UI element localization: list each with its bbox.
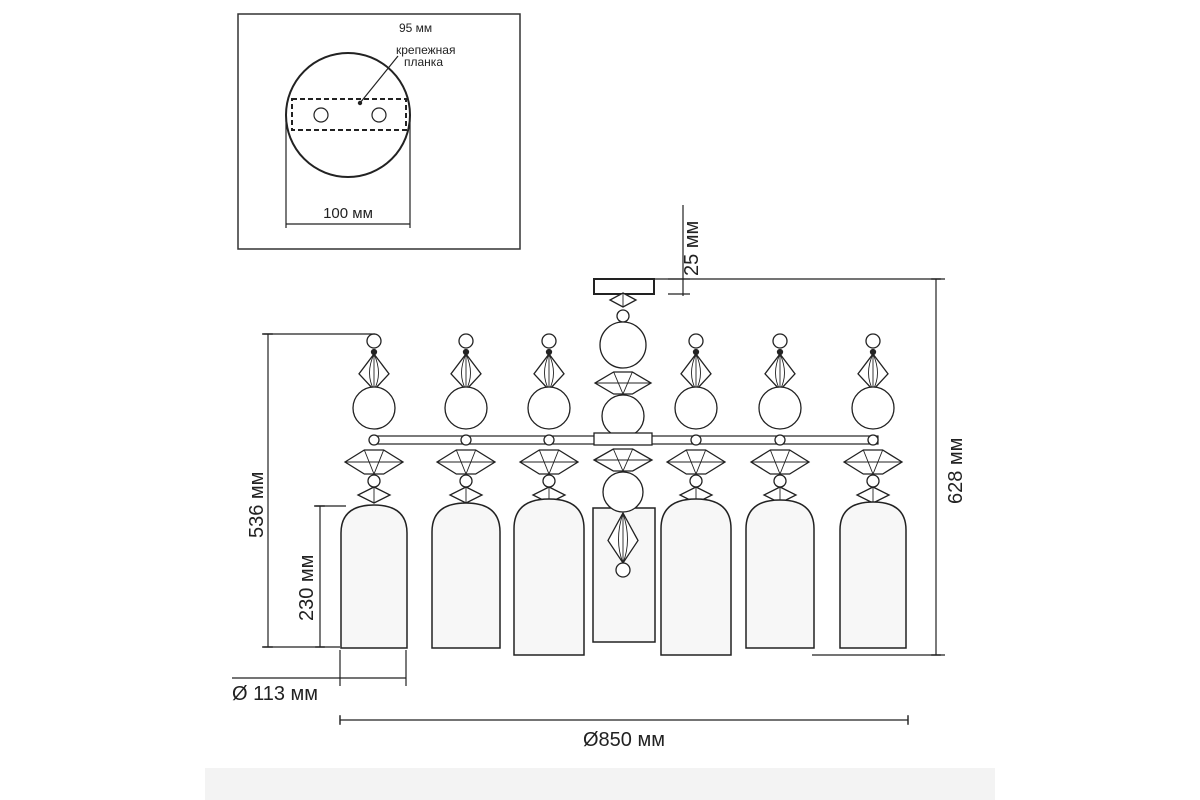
finial-ball bbox=[688, 333, 704, 349]
lamp-columns bbox=[340, 333, 907, 656]
lamp-column-5 bbox=[745, 333, 815, 649]
glass-ball bbox=[758, 386, 802, 430]
shade-height-label: 230 мм bbox=[296, 555, 318, 621]
glass-ball bbox=[444, 386, 488, 430]
lamp-column-4 bbox=[660, 333, 732, 656]
glass-shade bbox=[513, 498, 585, 656]
arm-joint bbox=[543, 434, 555, 446]
center-column bbox=[592, 292, 656, 643]
glass-shade bbox=[431, 502, 501, 649]
bicone-facet bbox=[769, 449, 791, 476]
lantern-rib bbox=[618, 512, 624, 564]
mounting-inset: 95 мм крепежная планка 100 мм bbox=[237, 13, 521, 250]
plate-width-label: 95 мм bbox=[399, 21, 432, 35]
center-ball-top bbox=[599, 321, 647, 369]
glass-shade bbox=[745, 499, 815, 649]
shade-diameter-label: Ø 113 мм bbox=[232, 683, 318, 705]
dimension-lines: 25 мм 628 мм 536 мм 230 мм Ø 113 мм Ø850… bbox=[232, 205, 967, 751]
arm-joint bbox=[690, 434, 702, 446]
finial-ball bbox=[772, 333, 788, 349]
center-connector bbox=[616, 309, 630, 323]
plate-name-line2: планка bbox=[404, 55, 443, 69]
glass-ball bbox=[527, 386, 571, 430]
glass-ball bbox=[674, 386, 718, 430]
plate-name-line1: крепежная bbox=[396, 43, 455, 57]
finial-ball bbox=[541, 333, 557, 349]
arm-joint bbox=[774, 434, 786, 446]
bicone-facet bbox=[455, 449, 477, 476]
chandelier bbox=[340, 278, 907, 656]
inset-frame bbox=[237, 13, 521, 250]
canopy-height-label: 25 мм bbox=[681, 221, 703, 276]
finial-ball bbox=[865, 333, 881, 349]
ceiling-canopy bbox=[593, 278, 655, 295]
mounting-hole-right bbox=[371, 107, 387, 123]
center-hub bbox=[593, 432, 653, 446]
arm-joint bbox=[867, 434, 879, 446]
glass-shade bbox=[839, 501, 907, 649]
glass-ball bbox=[352, 386, 396, 430]
lamp-column-2 bbox=[431, 333, 501, 649]
canopy-diameter-label: 100 мм bbox=[323, 205, 373, 222]
bicone-facet bbox=[538, 449, 560, 476]
finial-ball bbox=[458, 333, 474, 349]
connector-ball bbox=[459, 474, 473, 488]
bottom-band bbox=[205, 768, 995, 800]
connector-ball bbox=[542, 474, 556, 488]
bicone-facet bbox=[685, 449, 707, 476]
lamp-column-6 bbox=[839, 333, 907, 649]
arm-joint bbox=[460, 434, 472, 446]
center-ball-lower bbox=[602, 471, 644, 513]
body-height-label: 536 мм bbox=[246, 472, 268, 538]
mounting-hole-left bbox=[313, 107, 329, 123]
center-drop-ball bbox=[615, 562, 631, 578]
lamp-column-3 bbox=[513, 333, 585, 656]
glass-shade bbox=[340, 504, 408, 649]
center-ball-middle bbox=[601, 394, 645, 438]
overall-diameter-label: Ø850 мм bbox=[583, 729, 665, 751]
arm-joint bbox=[368, 434, 380, 446]
bicone-facet bbox=[612, 448, 634, 473]
mounting-plate bbox=[291, 98, 407, 131]
lantern-rib bbox=[622, 512, 628, 564]
total-height-label: 628 мм bbox=[945, 438, 967, 504]
connector-ball bbox=[773, 474, 787, 488]
glass-ball bbox=[851, 386, 895, 430]
lamp-column-1 bbox=[340, 333, 408, 649]
bicone-facet bbox=[363, 449, 385, 476]
glass-shade bbox=[660, 498, 732, 656]
plate-leader-line bbox=[359, 55, 399, 104]
connector-ball bbox=[367, 474, 381, 488]
connector-ball bbox=[866, 474, 880, 488]
bicone-facet bbox=[613, 371, 633, 396]
connector-ball bbox=[689, 474, 703, 488]
finial-ball bbox=[366, 333, 382, 349]
bicone-facet bbox=[862, 449, 884, 476]
